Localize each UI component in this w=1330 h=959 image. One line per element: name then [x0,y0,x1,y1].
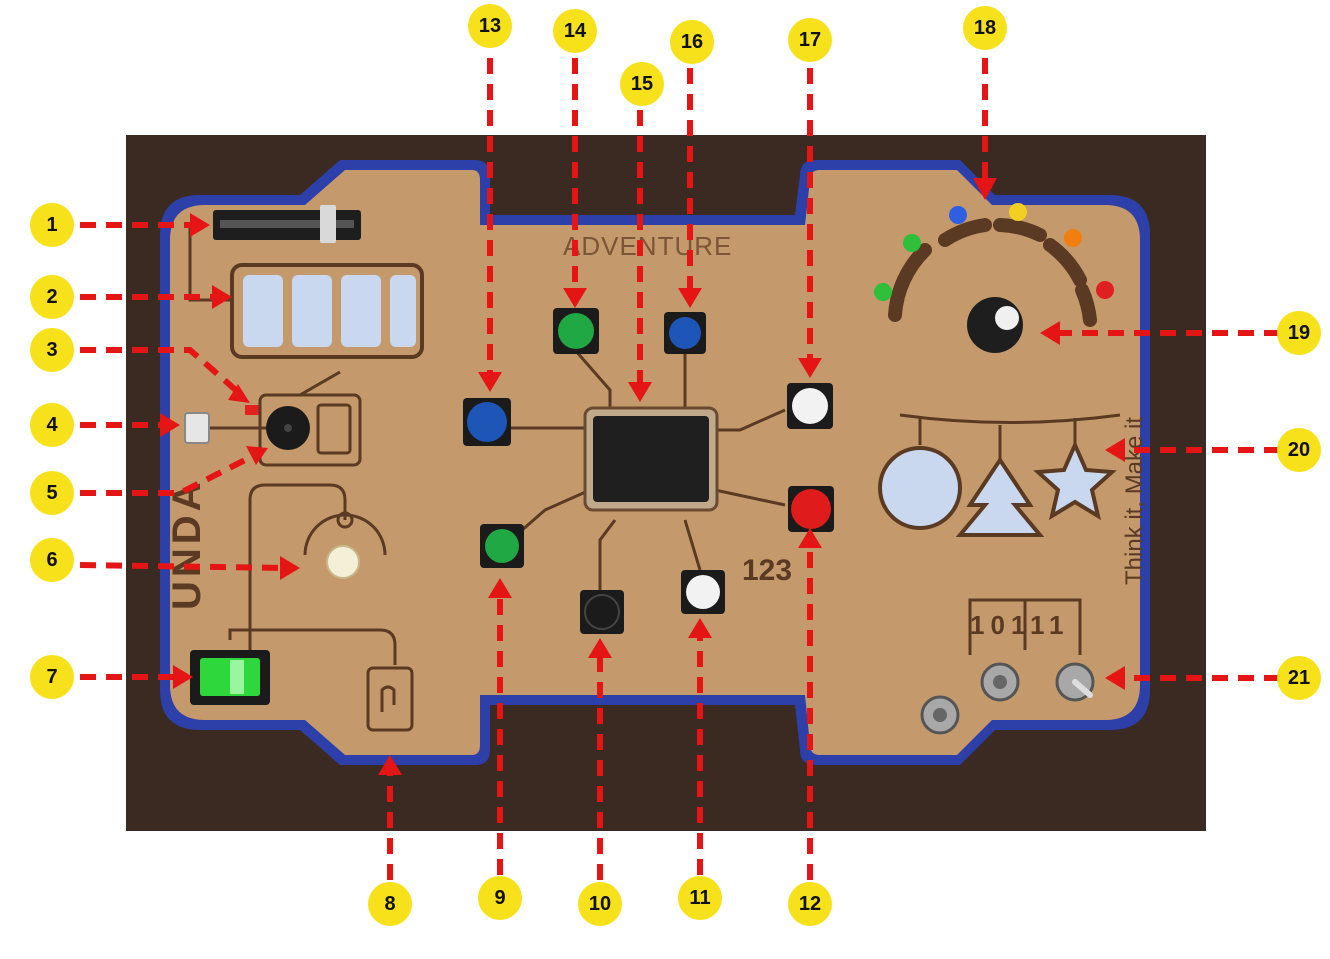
callout-5: 5 [30,471,74,515]
callout-2: 2 [30,275,74,319]
callout-8: 8 [368,882,412,926]
toggle-switches[interactable] [920,662,1095,735]
engraved-traces [188,225,1121,665]
callout-7: 7 [30,655,74,699]
callout-9: 9 [478,876,522,920]
callout-3: 3 [30,328,74,372]
push-button-17[interactable] [787,383,833,429]
rotary-knob[interactable] [967,297,1023,353]
callout-19: 19 [1277,311,1321,355]
callout-6: 6 [30,538,74,582]
callout-10: 10 [578,882,622,926]
push-button-16[interactable] [664,312,706,354]
callout-12: 12 [788,882,832,926]
push-button-11[interactable] [681,570,725,614]
callout-18: 18 [963,6,1007,50]
callout-17: 17 [788,18,832,62]
callout-4: 4 [30,403,74,447]
battery-light-window [230,263,424,359]
push-button-9[interactable] [480,524,524,568]
center-screen [583,406,719,512]
push-button-13[interactable] [463,398,511,446]
callout-16: 16 [670,20,714,64]
slide-potentiometer[interactable] [213,205,361,243]
counter-text: 123 [742,554,792,587]
radio-engraving [258,370,362,467]
callout-1: 1 [30,203,74,247]
callout-11: 11 [678,876,722,920]
annotation-arrows [79,58,1280,880]
red-led-indicator [245,405,261,415]
led-arc [888,218,1097,327]
led-row [874,203,1114,301]
light-shapes [878,418,1117,537]
binary-text: 10111 [970,610,1069,640]
callout-15: 15 [620,62,664,106]
tactile-switch-small[interactable] [184,412,210,444]
push-button-10[interactable] [580,590,624,634]
push-button-12[interactable] [788,486,834,532]
annotation-arrowheads [160,178,1125,775]
callout-13: 13 [468,4,512,48]
light-bulb-led [303,511,387,579]
tagline-text: Think it, Make it [1121,417,1148,585]
push-button-14[interactable] [553,308,599,354]
callout-14: 14 [553,9,597,53]
callout-20: 20 [1277,428,1321,472]
callout-21: 21 [1277,656,1321,700]
brand-text: UNDA [165,478,209,610]
rocker-switch[interactable] [190,650,270,705]
adventure-text: ADVENTURE [563,231,732,261]
touch-sensor-pad[interactable] [366,666,414,732]
